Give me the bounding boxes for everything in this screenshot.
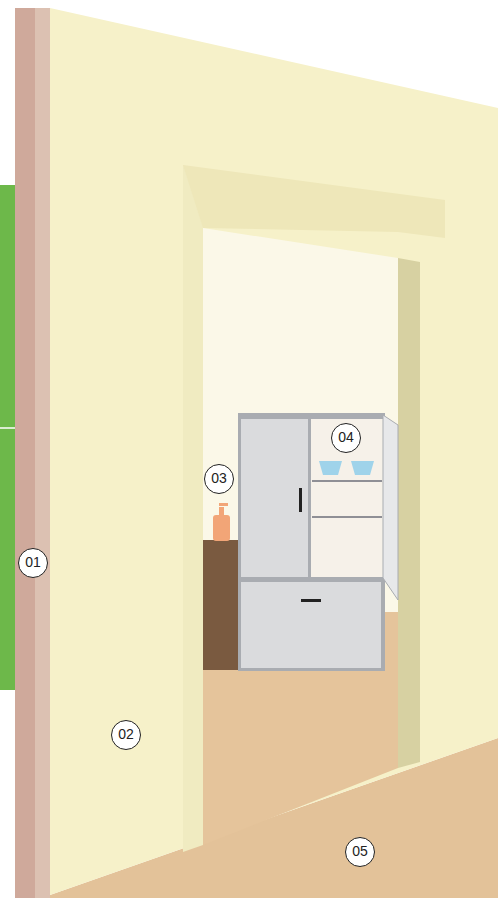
- bar-divider: [0, 427, 15, 429]
- green-bar: [0, 185, 15, 690]
- callout-number: 04: [331, 423, 361, 453]
- wall-edge: [15, 8, 35, 898]
- callout-number: 05: [345, 837, 375, 867]
- soap-bottle: [213, 503, 230, 541]
- wall-face: [50, 8, 498, 895]
- callout-number: 03: [204, 464, 234, 494]
- callout-number: 01: [18, 548, 48, 578]
- left-jamb: [183, 165, 203, 852]
- wall-edge-inner: [35, 8, 50, 898]
- door-header: [183, 165, 445, 238]
- callout-number: 02: [111, 720, 141, 750]
- refrigerator: [238, 413, 398, 671]
- counter: [203, 540, 241, 670]
- right-jamb: [398, 258, 420, 768]
